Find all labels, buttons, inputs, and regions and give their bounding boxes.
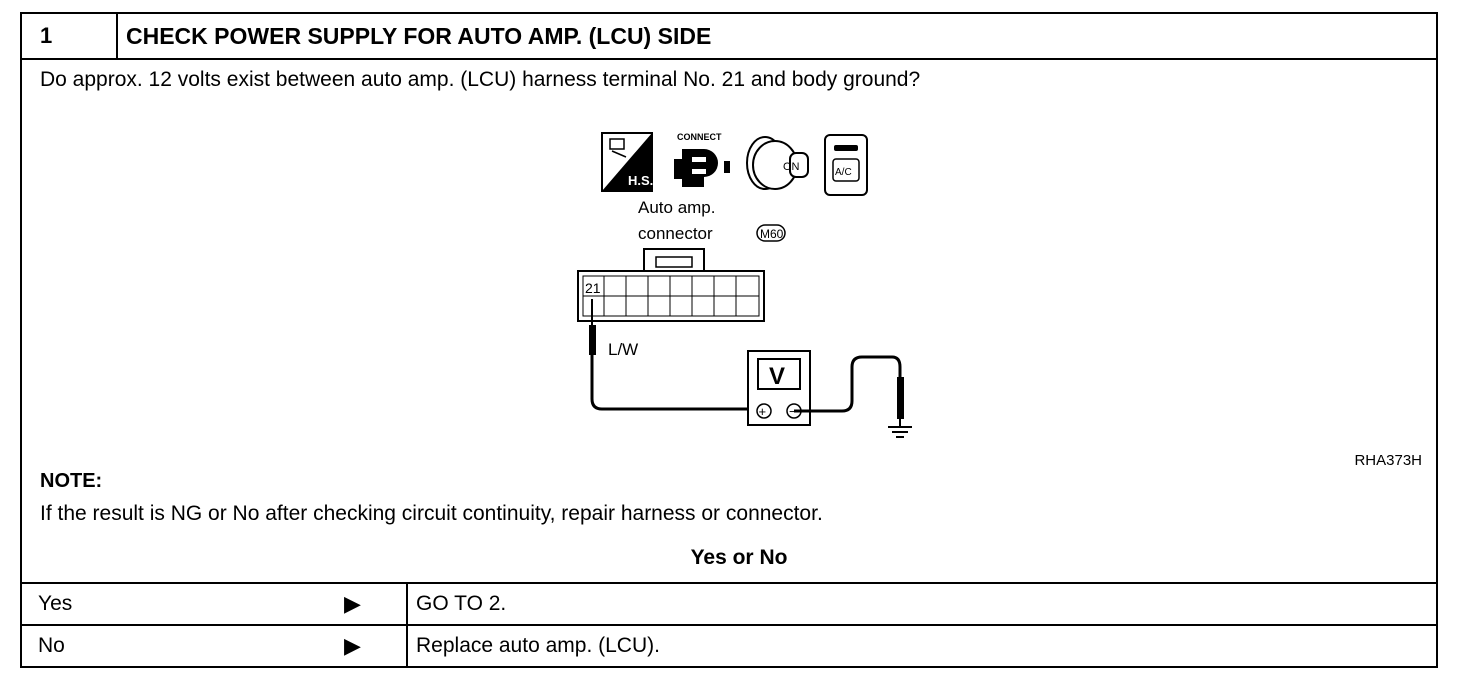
figure-code: RHA373H	[1354, 452, 1422, 469]
plus-terminal	[756, 403, 772, 419]
hs-label: H.S.	[628, 173, 653, 188]
ignition-on-icon: ON	[746, 136, 809, 190]
note-heading: NOTE:	[40, 470, 103, 492]
connector-label-line1: Auto amp.	[638, 198, 716, 217]
voltmeter: V + −	[747, 350, 811, 426]
plus-sign: +	[759, 404, 767, 419]
result-row-no: No ▶ Replace auto amp. (LCU).	[22, 624, 1436, 668]
step-header: 1 CHECK POWER SUPPLY FOR AUTO AMP. (LCU)…	[22, 14, 1436, 60]
minus-sign: −	[789, 404, 797, 419]
connector-label-line2: connector	[638, 224, 713, 243]
arrow-icon: ▶	[344, 591, 361, 616]
result-answer: No	[38, 634, 65, 657]
result-header: Yes or No	[690, 546, 788, 569]
result-row-yes: Yes ▶ GO TO 2.	[22, 582, 1436, 626]
on-label: ON	[783, 161, 800, 173]
meter-symbol: V	[769, 363, 785, 390]
column-divider	[406, 626, 408, 668]
note-text: If the result is NG or No after checking…	[40, 502, 823, 525]
inspection-procedure-table: 1 CHECK POWER SUPPLY FOR AUTO AMP. (LCU)…	[20, 12, 1438, 668]
arrow-icon: ▶	[344, 633, 361, 658]
column-divider	[406, 584, 408, 626]
wiring-diagram: H.S. CONNECT ON A/C Auto amp. connector	[577, 132, 912, 438]
result-action: GO TO 2.	[416, 592, 507, 615]
wire-color-label: L/W	[608, 340, 638, 359]
negative-probe	[897, 377, 904, 419]
result-answer: Yes	[38, 592, 73, 615]
ground-symbol-icon	[888, 419, 912, 438]
positive-probe	[589, 325, 596, 355]
step-title: CHECK POWER SUPPLY FOR AUTO AMP. (LCU) S…	[126, 23, 712, 49]
result-action: Replace auto amp. (LCU).	[416, 634, 660, 657]
ac-switch-icon: A/C	[824, 134, 868, 196]
auto-amp-connector: 21	[577, 248, 765, 322]
connector-code: M60	[760, 227, 784, 241]
harness-sheet-icon: H.S.	[601, 132, 653, 192]
terminal-number: 21	[585, 280, 601, 296]
step-number: 1	[22, 14, 118, 58]
connect-icon: CONNECT	[674, 132, 730, 187]
check-question: Do approx. 12 volts exist between auto a…	[40, 68, 921, 91]
connect-label: CONNECT	[677, 132, 722, 142]
ac-label: A/C	[835, 167, 852, 178]
